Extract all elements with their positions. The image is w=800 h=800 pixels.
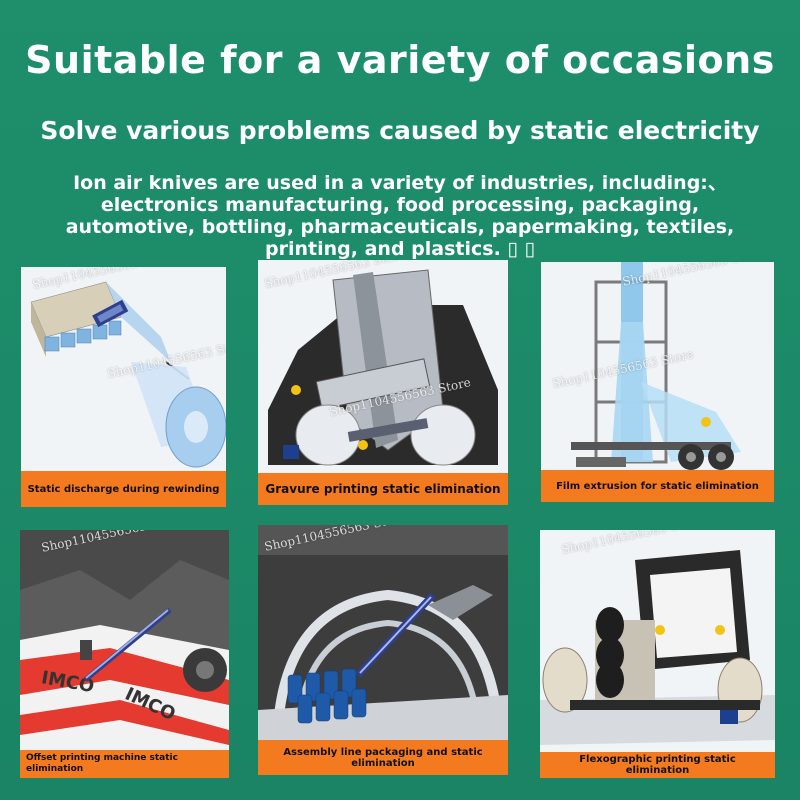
page-title: Suitable for a variety of occasions [25,38,775,82]
card-offset-printing: IMCO IMCO Offset printing machine static… [20,530,229,778]
card-caption: Flexographic printing static elimination [540,752,775,778]
rewinding-machine-illustration [21,267,226,507]
card-gravure: Gravure printing static elimination Shop… [258,260,508,505]
description-text: Ion air knives are used in a variety of … [65,172,735,260]
card-caption: Offset printing machine static eliminati… [20,750,229,778]
flexographic-printing-illustration [540,530,775,778]
card-bottling-line: Assembly line packaging and static elimi… [258,525,508,775]
card-caption: Gravure printing static elimination [258,473,508,505]
card-caption: Static discharge during rewinding [21,471,226,507]
page-subtitle: Solve various problems caused by static … [40,116,760,145]
card-flexographic: Flexographic printing static elimination… [540,530,775,778]
card-rewinding: Static discharge during rewinding Shop11… [21,267,226,507]
card-film-extrusion: Film extrusion for static elimination Sh… [541,262,774,502]
gravure-printing-illustration [258,260,508,505]
card-caption: Film extrusion for static elimination [541,470,774,502]
film-extrusion-illustration [541,262,774,502]
card-caption: Assembly line packaging and static elimi… [258,740,508,775]
bottling-line-illustration [258,525,508,775]
offset-printing-illustration: IMCO IMCO [20,530,229,778]
